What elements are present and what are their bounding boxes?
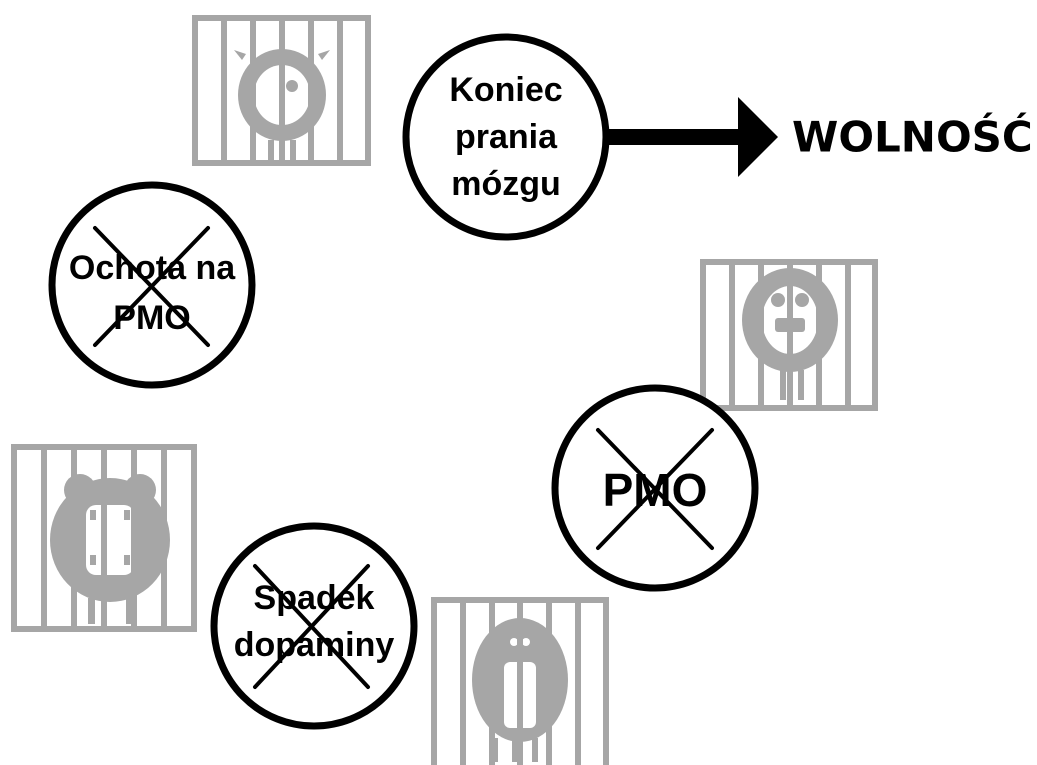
node-label-line: mózgu — [451, 165, 561, 203]
node-label-line: prania — [455, 118, 558, 156]
node-ochota-na-pmo: Ochota na PMO — [48, 181, 256, 389]
cross-out-icon — [93, 226, 210, 347]
caged-monster-icon — [431, 597, 609, 765]
node-label-line: dopaminy — [234, 626, 395, 664]
caged-monster-icon — [700, 259, 878, 411]
node-label-line: Ochota na — [69, 249, 236, 287]
cross-out-icon — [253, 564, 370, 689]
node-label-line: PMO — [113, 299, 190, 337]
cross-out-icon — [596, 428, 714, 550]
node-spadek-dopaminy: Spadek dopaminy — [210, 522, 418, 730]
node-koniec-prania-mozgu: Koniec prania mózgu — [402, 33, 610, 241]
freedom-label: WOLNOŚĆ — [792, 112, 1033, 162]
caged-monster-icon — [11, 444, 197, 632]
arrow-to-freedom — [605, 97, 778, 177]
node-pmo: PMO — [551, 384, 759, 592]
caged-monster-icon — [192, 15, 371, 166]
node-label-line: Koniec — [449, 71, 562, 109]
